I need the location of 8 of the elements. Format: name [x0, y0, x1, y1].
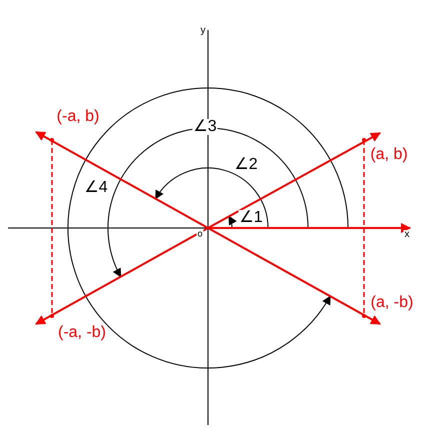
- origin-label: o: [196, 230, 204, 238]
- point-label: (-a, b): [56, 109, 100, 125]
- axis-label: x: [404, 230, 410, 240]
- point-label: (a, b): [369, 147, 409, 163]
- angle-label: ∠3: [192, 119, 218, 135]
- axis-label: y: [200, 26, 206, 36]
- point-label: (-a, -b): [57, 325, 107, 341]
- point-label: (a, -b): [370, 295, 414, 311]
